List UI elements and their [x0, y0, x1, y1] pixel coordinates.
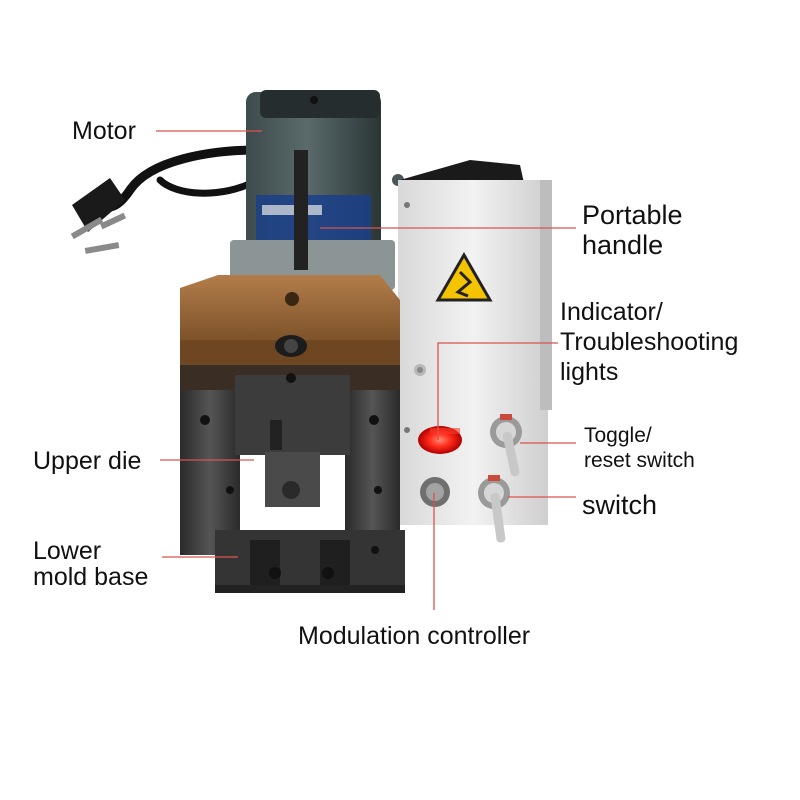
- label-lower-mold-base-line2: mold base: [33, 563, 149, 591]
- upper-block: [180, 275, 400, 370]
- label-toggle: Toggle/ reset switch: [584, 423, 695, 473]
- toggle-reset-switch: [490, 414, 522, 477]
- label-portable-handle-line1: Portable: [582, 200, 683, 230]
- label-indicator-line3: lights: [560, 358, 619, 386]
- label-indicator: Indicator/ Troubleshooting lights: [560, 297, 738, 387]
- label-indicator-line1: Indicator/: [560, 298, 663, 326]
- leader-line-indicator: [437, 342, 558, 440]
- esd-warning-icon: [435, 252, 493, 302]
- leader-lines: [156, 130, 576, 610]
- label-toggle-line1: Toggle/: [584, 424, 652, 447]
- label-switch: switch: [582, 490, 658, 520]
- label-motor: Motor: [72, 117, 136, 145]
- motor: [230, 90, 404, 290]
- label-portable-handle-line2: handle: [582, 230, 664, 260]
- label-upper-die: Upper die: [33, 447, 142, 475]
- lower-mold-base: [215, 530, 405, 593]
- label-modulation-controller: Modulation controller: [298, 622, 531, 650]
- label-toggle-line2: reset switch: [584, 449, 695, 472]
- label-indicator-line2: Troubleshooting: [560, 328, 739, 356]
- label-lower-mold-base: Lower mold base: [33, 538, 148, 590]
- control-box: [398, 160, 552, 525]
- power-plug-icon: [70, 178, 127, 254]
- label-portable-handle: Portable handle: [582, 200, 683, 260]
- power-cord: [100, 145, 263, 212]
- power-switch: [478, 475, 510, 543]
- indicator-light: [418, 426, 462, 454]
- label-lower-mold-base-line1: Lower: [33, 537, 102, 565]
- die-assembly: [180, 365, 400, 555]
- modulation-knob: [420, 477, 450, 507]
